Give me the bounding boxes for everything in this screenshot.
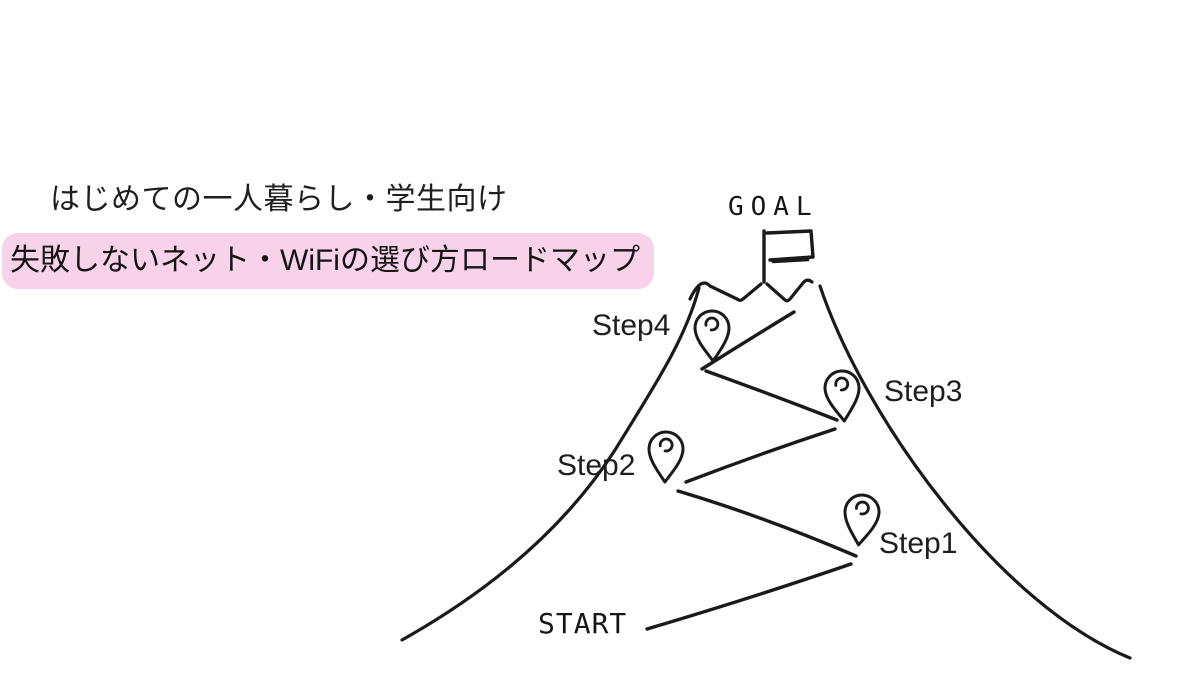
trail-start-to-step1 [645, 562, 853, 631]
mountain-ridge-left [688, 281, 763, 302]
step2-map-pin-icon [647, 430, 685, 484]
goal-label: GOAL [728, 192, 819, 222]
header-subtitle: はじめての一人暮らし・学生向け [50, 183, 508, 216]
step2-label: Step2 [557, 449, 636, 482]
mountain-right-slope [818, 284, 1132, 660]
header-title-highlighted: 失敗しないネット・WiFiの選び方ロードマップ [2, 233, 654, 289]
step3-map-pin-icon [823, 369, 861, 423]
start-label: START [538, 607, 628, 640]
step4-label: Step4 [592, 309, 671, 342]
trail-step3-to-step4 [704, 369, 839, 422]
mountain-ridge-right [765, 278, 814, 303]
trail-step2-to-step3 [684, 427, 837, 484]
trail-step4-to-goal [700, 310, 796, 371]
step1-map-pin-icon [843, 493, 881, 547]
trail-step1-to-step2 [676, 489, 858, 558]
step4-map-pin-icon [693, 309, 731, 363]
flag-sketch-overdraw [771, 258, 810, 264]
flag-icon [765, 229, 815, 262]
mountain-left-slope [400, 286, 701, 642]
step3-label: Step3 [884, 375, 963, 408]
step1-label: Step1 [879, 527, 958, 560]
